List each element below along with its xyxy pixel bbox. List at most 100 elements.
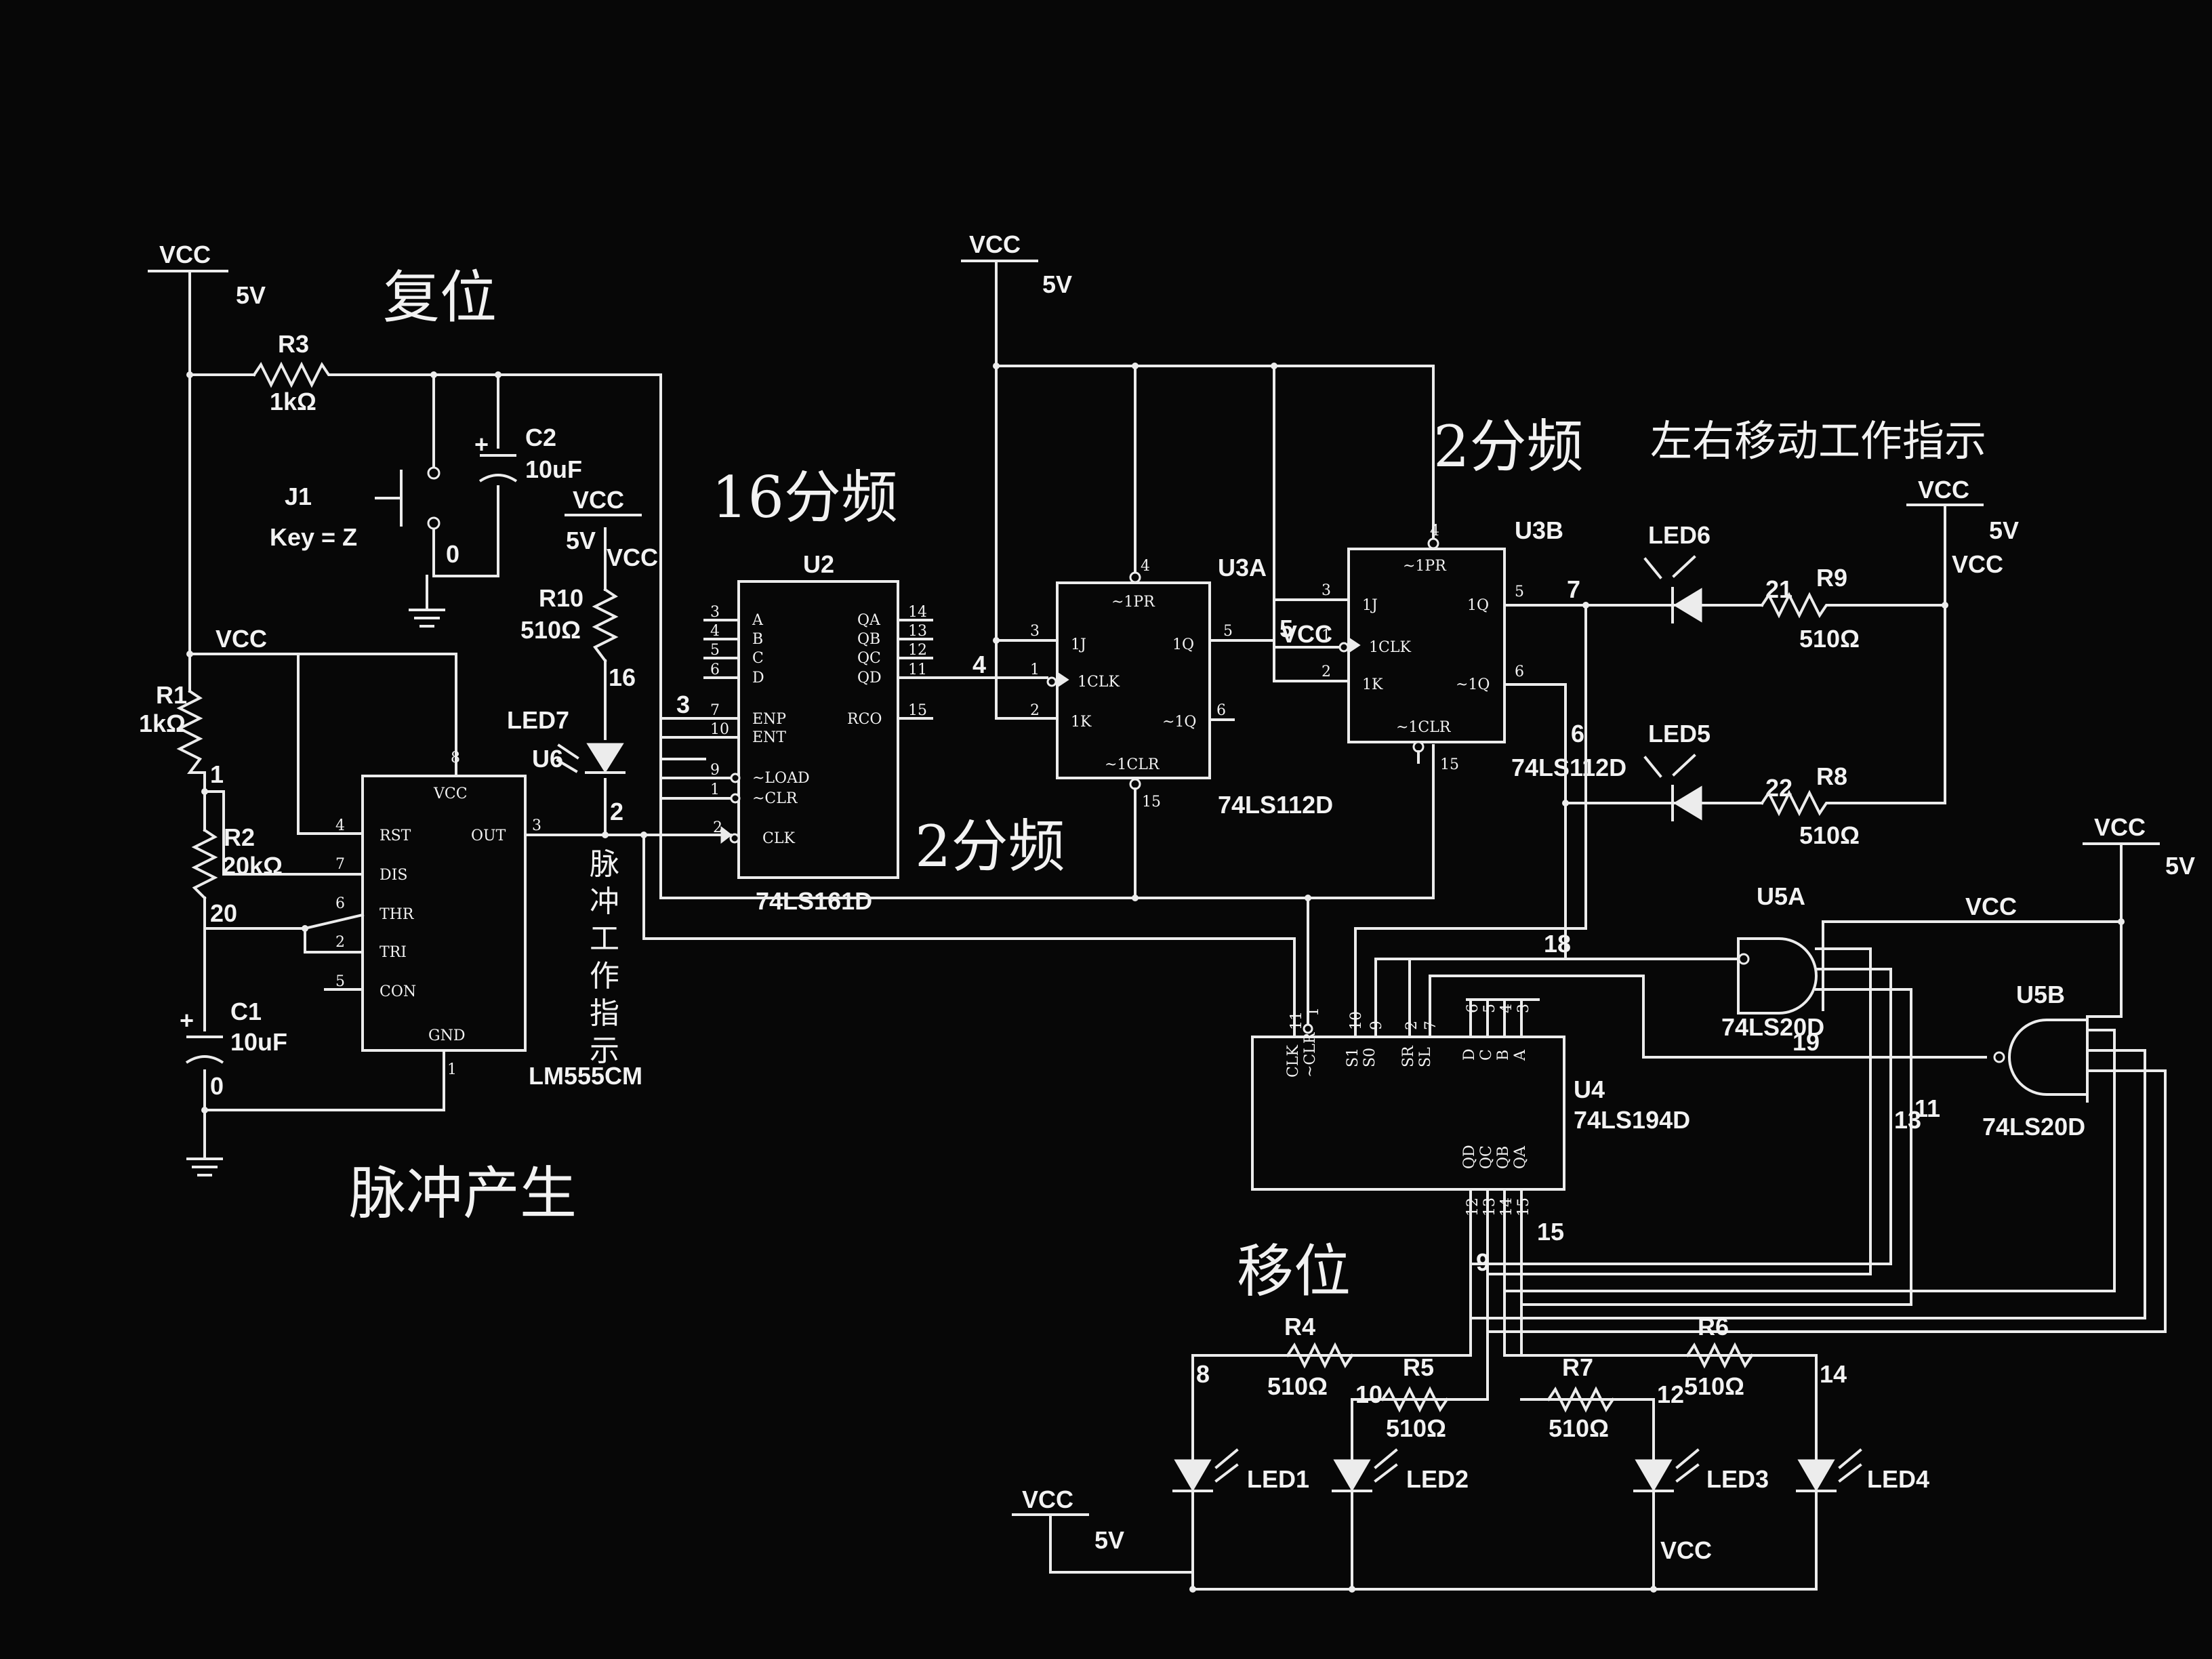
svg-text:10: 10 bbox=[1355, 1380, 1382, 1408]
svg-text:CLK: CLK bbox=[762, 830, 795, 847]
svg-text:LED2: LED2 bbox=[1406, 1465, 1469, 1493]
ic-u3a-74ls112: U3A ~1PR 1J 1CLK 1K ~1CLR 1Q ~1Q 4 3 1 2… bbox=[1030, 554, 1267, 811]
svg-text:4: 4 bbox=[335, 817, 345, 834]
svg-text:9: 9 bbox=[1368, 1021, 1385, 1030]
svg-text:R7: R7 bbox=[1562, 1353, 1593, 1381]
vcc-symbol-2: VCC 5V bbox=[961, 230, 1072, 298]
svg-text:~1CLR: ~1CLR bbox=[1396, 719, 1452, 736]
svg-text:1CLK: 1CLK bbox=[1078, 674, 1120, 691]
svg-text:19: 19 bbox=[1793, 1028, 1820, 1056]
svg-text:4: 4 bbox=[1430, 523, 1439, 539]
svg-text:A: A bbox=[752, 612, 764, 629]
svg-text:U5A: U5A bbox=[1757, 882, 1805, 910]
svg-text:1: 1 bbox=[710, 781, 720, 798]
title-divide-by-2-upper: 2分频 bbox=[1433, 413, 1583, 480]
title-divide-by-16: 16分频 bbox=[712, 464, 898, 531]
svg-text:22: 22 bbox=[1765, 774, 1793, 802]
gate-u5b-74ls20: U5B 74LS20D 11 13 bbox=[1894, 842, 2123, 1141]
resistor-r3: R3 1kΩ bbox=[252, 330, 337, 415]
svg-text:VCC: VCC bbox=[1965, 893, 2017, 920]
svg-text:QD: QD bbox=[1461, 1145, 1478, 1169]
vcc-label-led: VCC bbox=[1660, 1536, 1712, 1564]
svg-text:6: 6 bbox=[1216, 702, 1226, 719]
svg-text:74LS161D: 74LS161D bbox=[756, 887, 872, 915]
svg-text:QC: QC bbox=[857, 650, 881, 667]
svg-text:1kΩ: 1kΩ bbox=[270, 388, 316, 415]
resistor-r9: R9 510Ω bbox=[1760, 564, 1946, 653]
svg-text:10: 10 bbox=[1348, 1011, 1365, 1030]
ic-u3a-part-label: 74LS112D bbox=[1218, 791, 1333, 819]
svg-text:~1Q: ~1Q bbox=[1456, 676, 1490, 693]
flip-flop-wires bbox=[659, 260, 1435, 998]
shift-register-output-wires: 9 15 bbox=[1191, 947, 2167, 1401]
svg-text:4: 4 bbox=[710, 623, 720, 640]
svg-text:C: C bbox=[752, 650, 764, 667]
svg-text:4: 4 bbox=[972, 651, 986, 678]
svg-text:2: 2 bbox=[1322, 663, 1331, 680]
svg-text:CLK: CLK bbox=[1285, 1045, 1302, 1078]
ic-lm555: VCC RST DIS THR TRI CON OUT GND 8 4 7 6 … bbox=[335, 750, 642, 1090]
svg-text:4: 4 bbox=[1498, 1004, 1515, 1013]
svg-text:VCC: VCC bbox=[1918, 476, 1969, 504]
svg-text:U6: U6 bbox=[532, 745, 563, 773]
vcc-symbol-3: VCC 5V VCC bbox=[565, 486, 658, 571]
svg-text:D: D bbox=[752, 670, 764, 687]
svg-text:10: 10 bbox=[710, 721, 729, 738]
svg-text:1: 1 bbox=[1305, 1007, 1322, 1017]
svg-text:VCC: VCC bbox=[216, 625, 267, 653]
svg-text:+: + bbox=[474, 430, 489, 458]
svg-text:~CLR: ~CLR bbox=[1302, 1031, 1319, 1078]
svg-text:510Ω: 510Ω bbox=[1799, 821, 1860, 849]
svg-text:15: 15 bbox=[1515, 1197, 1532, 1216]
svg-text:ENP: ENP bbox=[752, 711, 786, 728]
svg-text:2: 2 bbox=[335, 934, 345, 951]
svg-text:~LOAD: ~LOAD bbox=[752, 770, 810, 787]
svg-text:LED5: LED5 bbox=[1648, 720, 1711, 747]
svg-text:S0: S0 bbox=[1361, 1048, 1378, 1067]
svg-text:1Q: 1Q bbox=[1172, 636, 1194, 653]
resistor-r10: R10 510Ω 16 bbox=[520, 584, 636, 691]
svg-text:C1: C1 bbox=[230, 998, 262, 1025]
gate-u5a-74ls20: U5A 74LS20D 19 bbox=[1721, 882, 2123, 1056]
title-left-right-indicator: 左右移动工作指示 bbox=[1650, 416, 1986, 466]
ground-icon bbox=[186, 1109, 223, 1176]
svg-text:R2: R2 bbox=[224, 823, 255, 851]
svg-text:LED4: LED4 bbox=[1867, 1465, 1929, 1493]
svg-text:5: 5 bbox=[1515, 583, 1524, 600]
svg-text:LM555CM: LM555CM bbox=[529, 1062, 642, 1090]
svg-text:74LS20D: 74LS20D bbox=[1721, 1013, 1824, 1041]
svg-text:3: 3 bbox=[1515, 1004, 1532, 1013]
svg-text:1CLK: 1CLK bbox=[1369, 639, 1411, 656]
svg-text:VCC: VCC bbox=[433, 785, 468, 802]
resistor-r5: R5 510Ω bbox=[1380, 1353, 1449, 1442]
svg-text:QA: QA bbox=[1512, 1145, 1529, 1169]
svg-text:ENT: ENT bbox=[752, 729, 786, 746]
svg-text:18: 18 bbox=[1544, 930, 1571, 958]
svg-text:510Ω: 510Ω bbox=[1386, 1414, 1446, 1442]
svg-text:74LS20D: 74LS20D bbox=[1982, 1113, 2085, 1141]
svg-text:TRI: TRI bbox=[380, 944, 407, 961]
svg-text:S1: S1 bbox=[1345, 1048, 1361, 1067]
svg-text:QC: QC bbox=[1478, 1145, 1495, 1169]
ic-u2-74ls161: U2 74LS161D A B C D ENP ENT ~LOAD ~CLR C… bbox=[659, 550, 1038, 915]
svg-text:510Ω: 510Ω bbox=[1799, 625, 1860, 653]
svg-text:5: 5 bbox=[335, 973, 345, 990]
svg-text:U3A: U3A bbox=[1218, 554, 1267, 581]
svg-text:5: 5 bbox=[1481, 1004, 1498, 1013]
junction-dots bbox=[186, 363, 2125, 1593]
svg-text:15: 15 bbox=[1142, 794, 1161, 811]
vcc-symbol-5: VCC 5V bbox=[2083, 813, 2195, 880]
svg-text:1: 1 bbox=[1030, 661, 1040, 678]
svg-text:VCC: VCC bbox=[1022, 1486, 1073, 1513]
svg-text:C2: C2 bbox=[525, 424, 556, 451]
svg-text:7: 7 bbox=[1567, 575, 1580, 603]
svg-text:74LS194D: 74LS194D bbox=[1574, 1106, 1690, 1134]
svg-text:14: 14 bbox=[1820, 1360, 1847, 1388]
led5: LED5 22 bbox=[1643, 720, 1793, 821]
switch-j1: J1 Key = Z 0 bbox=[270, 466, 459, 568]
svg-text:12: 12 bbox=[1465, 1197, 1481, 1216]
led1: LED1 bbox=[1172, 1448, 1309, 1493]
svg-text:THR: THR bbox=[380, 906, 415, 923]
svg-text:15: 15 bbox=[1537, 1218, 1564, 1246]
